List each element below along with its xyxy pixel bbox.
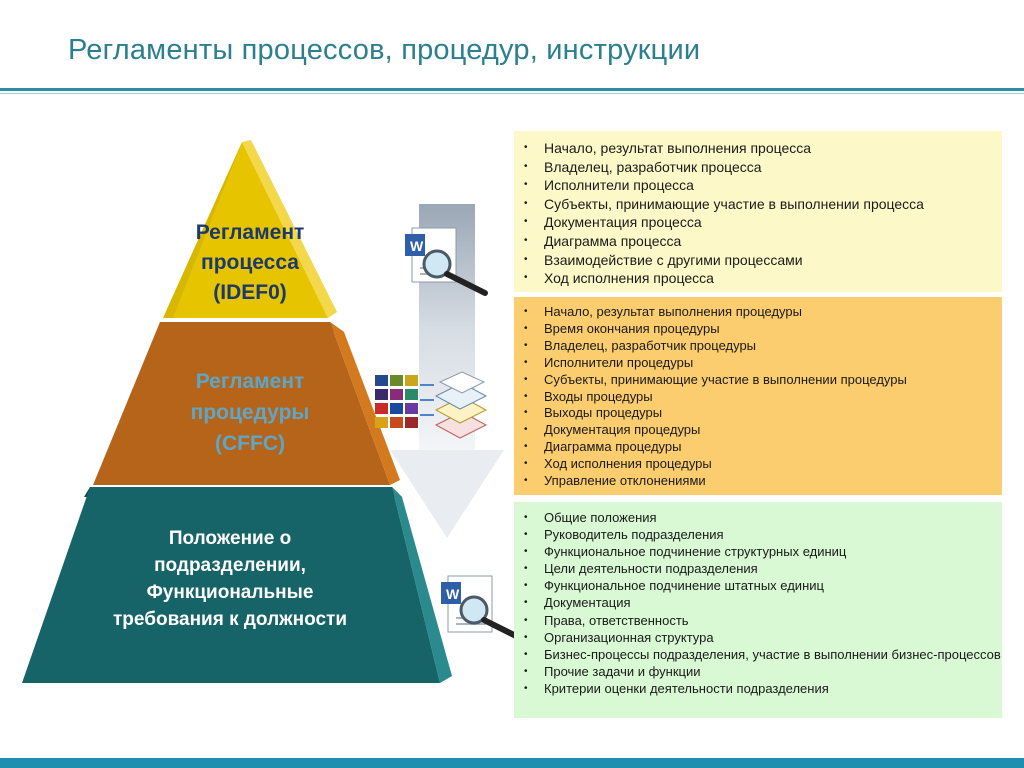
list-item: Начало, результат выполнения процедуры bbox=[514, 304, 1002, 321]
department-items-list: Общие положенияРуководитель подразделени… bbox=[514, 509, 1002, 697]
pyramid-label-line: Положение о bbox=[168, 528, 292, 549]
pyramid-label-line: Функциональные bbox=[146, 582, 314, 603]
pyramid-label-line: Регламент bbox=[195, 221, 305, 244]
list-item: Ход исполнения процедуры bbox=[514, 456, 1002, 473]
word-document-magnifier-icon: W bbox=[405, 227, 488, 296]
pyramid-label-department: Положение о подразделении, Функциональны… bbox=[60, 525, 400, 633]
header-divider-thin bbox=[0, 93, 1024, 94]
list-item: Документация процедуры bbox=[514, 422, 1002, 439]
list-item: Время окончания процедуры bbox=[514, 321, 1002, 338]
footer-bar bbox=[0, 758, 1024, 768]
pyramid-label-line: требования к должности bbox=[113, 609, 347, 630]
document-stack-icon bbox=[434, 371, 488, 439]
department-items-box: Общие положенияРуководитель подразделени… bbox=[514, 502, 1002, 718]
list-item: Функциональное подчинение штатных единиц bbox=[514, 577, 1002, 594]
procedure-items-box: Начало, результат выполнения процедурыВр… bbox=[514, 297, 1002, 495]
pyramid-label-line: процедуры bbox=[190, 401, 310, 424]
list-item: Цели деятельности подразделения bbox=[514, 560, 1002, 577]
pyramid-label-line: (IDEF0) bbox=[213, 281, 287, 304]
pyramid-label-line: (CFFC) bbox=[215, 432, 285, 455]
list-item: Функциональное подчинение структурных ед… bbox=[514, 543, 1002, 560]
list-item: Прочие задачи и функции bbox=[514, 663, 1002, 680]
list-item: Начало, результат выполнения процесса bbox=[514, 139, 1002, 158]
process-items-list: Начало, результат выполнения процессаВла… bbox=[514, 139, 1002, 288]
pyramid-tier-middle bbox=[93, 322, 400, 485]
list-item: Права, ответственность bbox=[514, 612, 1002, 629]
svg-text:W: W bbox=[446, 586, 460, 602]
list-item: Взаимодействие с другими процессами bbox=[514, 251, 1002, 270]
header: Регламенты процессов, процедур, инструкц… bbox=[0, 0, 1024, 88]
list-item: Общие положения bbox=[514, 509, 1002, 526]
pyramid-label-process: Регламент процесса (IDEF0) bbox=[140, 218, 360, 308]
pyramid-tier-bottom bbox=[22, 487, 452, 683]
pyramid-label-line: Регламент bbox=[195, 370, 305, 393]
word-document-magnifier-icon-2: W bbox=[441, 575, 523, 641]
page-title: Регламенты процессов, процедур, инструкц… bbox=[68, 34, 701, 66]
svg-text:W: W bbox=[410, 238, 424, 254]
list-item: Входы процедуры bbox=[514, 389, 1002, 406]
list-item: Диаграмма процедуры bbox=[514, 439, 1002, 456]
color-grid-icon bbox=[375, 375, 434, 428]
list-item: Организационная структура bbox=[514, 629, 1002, 646]
process-items-box: Начало, результат выполнения процессаВла… bbox=[514, 131, 1002, 292]
list-item: Управление отклонениями bbox=[514, 473, 1002, 490]
pyramid-label-line: подразделении, bbox=[154, 555, 306, 576]
header-divider bbox=[0, 88, 1024, 91]
pyramid-label-procedure: Регламент процедуры (CFFC) bbox=[120, 366, 380, 459]
list-item: Диаграмма процесса bbox=[514, 232, 1002, 251]
list-item: Исполнители процедуры bbox=[514, 355, 1002, 372]
list-item: Владелец, разработчик процесса bbox=[514, 158, 1002, 177]
list-item: Выходы процедуры bbox=[514, 405, 1002, 422]
list-item: Ход исполнения процесса bbox=[514, 269, 1002, 288]
list-item: Документация процесса bbox=[514, 213, 1002, 232]
list-item: Субъекты, принимающие участие в выполнен… bbox=[514, 195, 1002, 214]
list-item: Критерии оценки деятельности подразделен… bbox=[514, 680, 1002, 697]
pyramid-tier-top bbox=[163, 140, 337, 318]
list-item: Исполнители процесса bbox=[514, 176, 1002, 195]
list-item: Бизнес-процессы подразделения, участие в… bbox=[514, 646, 1002, 663]
list-item: Руководитель подразделения bbox=[514, 526, 1002, 543]
list-item: Документация bbox=[514, 594, 1002, 611]
list-item: Владелец, разработчик процедуры bbox=[514, 338, 1002, 355]
list-item: Субъекты, принимающие участие в выполнен… bbox=[514, 372, 1002, 389]
procedure-items-list: Начало, результат выполнения процедурыВр… bbox=[514, 304, 1002, 490]
pyramid-label-line: процесса bbox=[201, 251, 299, 274]
